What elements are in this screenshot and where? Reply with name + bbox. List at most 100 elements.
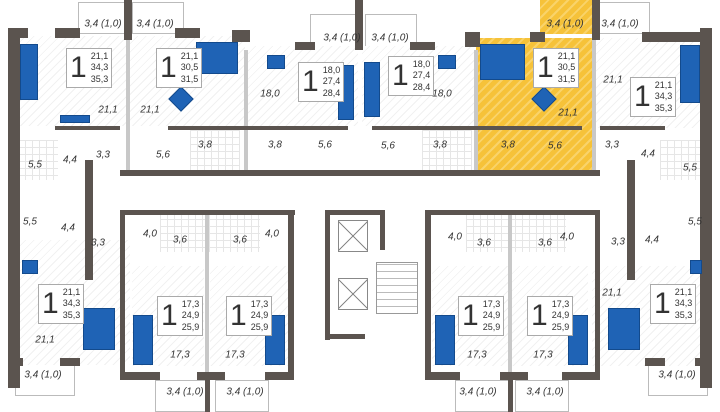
living-area: 18,0	[322, 65, 341, 75]
balcony[interactable]	[132, 2, 184, 34]
balcony-area-label: 3,4 (1,0)	[84, 18, 122, 30]
room-count: 1	[537, 50, 554, 84]
reduced-area: 28,4	[412, 81, 431, 92]
wall	[60, 358, 80, 366]
wall	[175, 28, 200, 38]
table	[267, 55, 285, 69]
total-area: 24,9	[482, 310, 501, 321]
balcony[interactable]	[365, 14, 417, 48]
room-count: 1	[70, 50, 87, 84]
wall	[120, 372, 160, 380]
bathroom	[18, 140, 58, 180]
balcony-area-label: 3,4 (1,0)	[136, 18, 174, 30]
wall	[120, 210, 125, 380]
reduced-area: 31,5	[180, 73, 199, 84]
reduced-area: 25,9	[250, 321, 269, 332]
living-area: 21,1	[180, 51, 199, 61]
balcony-area-label: 3,4 (1,0)	[166, 386, 204, 398]
elevator	[338, 220, 368, 252]
wall	[627, 160, 635, 280]
room-area-label: 21,1	[603, 74, 623, 86]
room-area-label: 4,0	[448, 231, 462, 243]
bathroom	[466, 212, 566, 252]
wall	[120, 210, 295, 215]
balcony[interactable]	[155, 380, 209, 412]
wall	[425, 372, 460, 380]
room-area-label: 17,3	[225, 349, 245, 361]
room-area-label: 5,6	[156, 149, 170, 161]
room-area-label: 3,8	[433, 139, 447, 151]
bathroom	[160, 212, 260, 252]
balcony[interactable]	[78, 2, 130, 34]
wall	[325, 210, 385, 215]
room-area-label: 18,0	[260, 88, 280, 100]
room-area-label: 3,8	[501, 139, 515, 151]
bathroom	[190, 130, 240, 172]
wall	[85, 160, 93, 280]
balcony-area-label: 3,4 (1,0)	[526, 386, 564, 398]
wall	[205, 372, 210, 412]
room-count: 1	[42, 286, 59, 320]
sofa	[20, 44, 38, 100]
living-area: 17,3	[250, 299, 269, 309]
living-area: 17,3	[551, 299, 570, 309]
room-area-label: 3,3	[605, 139, 619, 151]
room-area-label: 21,1	[558, 107, 578, 119]
reduced-area: 35,3	[674, 309, 693, 320]
balcony-area-label: 3,4 (1,0)	[323, 32, 361, 44]
bed	[608, 308, 640, 350]
wall	[197, 372, 225, 380]
wall	[700, 28, 712, 388]
sofa	[133, 315, 153, 365]
room-count: 1	[462, 298, 479, 332]
living-area: 21,1	[557, 51, 576, 61]
total-area: 30,5	[557, 62, 576, 73]
room-area-label: 5,5	[683, 162, 697, 174]
wall	[360, 170, 600, 176]
reduced-area: 25,9	[181, 321, 200, 332]
wall	[425, 210, 431, 380]
room-area-label: 3,3	[96, 149, 110, 161]
wall	[295, 42, 315, 50]
room-area-label: 21,1	[35, 334, 55, 346]
reduced-area: 28,4	[322, 87, 341, 98]
wall	[8, 358, 23, 366]
room-count: 1	[302, 64, 319, 98]
room-count: 1	[654, 286, 671, 320]
partition	[244, 50, 248, 175]
wall	[325, 210, 330, 340]
wall	[325, 334, 365, 339]
room-count: 1	[634, 79, 651, 113]
total-area: 27,4	[322, 76, 341, 87]
room-area-label: 4,0	[265, 228, 279, 240]
room-area-label: 4,4	[61, 222, 75, 234]
room-area-label: 5,5	[23, 216, 37, 228]
living-area: 21,1	[62, 287, 81, 297]
table	[690, 260, 702, 274]
room-area-label: 3,8	[198, 139, 212, 151]
total-area: 24,9	[181, 310, 200, 321]
room-area-label: 3,6	[173, 234, 187, 246]
wall	[562, 372, 600, 380]
room-area-label: 5,6	[318, 139, 332, 151]
bed	[83, 308, 115, 350]
room-count: 1	[160, 50, 177, 84]
balcony-highlighted[interactable]	[540, 0, 592, 34]
bed	[480, 44, 525, 80]
room-count: 1	[531, 298, 548, 332]
wall	[500, 372, 528, 380]
room-area-label: 3,3	[611, 236, 625, 248]
wall	[8, 28, 20, 388]
